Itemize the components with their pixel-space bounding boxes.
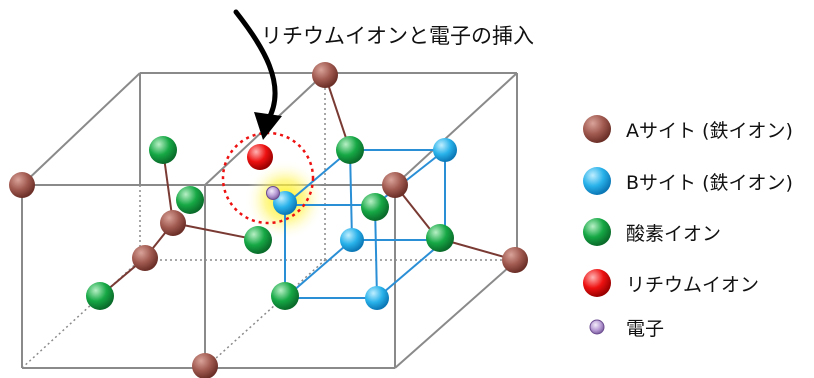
legend-item-oxygen: 酸素イオン [580,215,721,249]
oxygen-ion [336,136,364,164]
b-site-ions [273,138,457,310]
legend-item-lithium: リチウムイオン [580,266,759,300]
insertion-arrow-head [254,112,282,140]
a-site-ion [382,172,408,198]
a-site-ions [9,62,528,378]
oxygen-ion [271,282,299,310]
b-site-ion [433,138,457,162]
b-site-ion [340,228,364,252]
legend-item-electron: 電子 [580,310,664,344]
b-site-ion [273,191,297,215]
a-site-ion [160,210,186,236]
electron-swatch [580,310,614,344]
legend-label: リチウムイオン [626,273,760,296]
a-site-ion [132,245,158,271]
oxygen-swatch [580,215,614,249]
lithium-swatch [580,266,614,300]
a-site-swatch [580,112,614,146]
oxygen-ion [361,193,389,221]
lithium-ion [247,144,273,170]
a-site-ion [502,247,528,273]
legend-label: Bサイト (鉄イオン) [626,171,793,194]
b-site-swatch [580,164,614,198]
legend-item-b-site: Bサイト (鉄イオン) [580,164,793,198]
oxygen-ion [149,136,177,164]
legend-item-a-site: Aサイト (鉄イオン) [580,112,793,146]
oxygen-ions [86,136,454,310]
oxygen-ion [176,186,204,214]
legend-label: Aサイト (鉄イオン) [626,119,793,142]
legend-label: 電子 [626,317,665,340]
insertion-arrow [233,9,278,123]
a-site-ion [192,353,218,378]
oxygen-ion [86,282,114,310]
oxygen-ion [244,226,272,254]
oxygen-ion [426,224,454,252]
a-site-ion [9,172,35,198]
insertion-caption: リチウムイオンと電子の挿入 [261,24,534,48]
a-site-ion [312,62,338,88]
legend-label: 酸素イオン [626,222,722,245]
unit-cell-hidden-edges [21,73,517,369]
electron [266,186,280,200]
b-site-ion [365,286,389,310]
